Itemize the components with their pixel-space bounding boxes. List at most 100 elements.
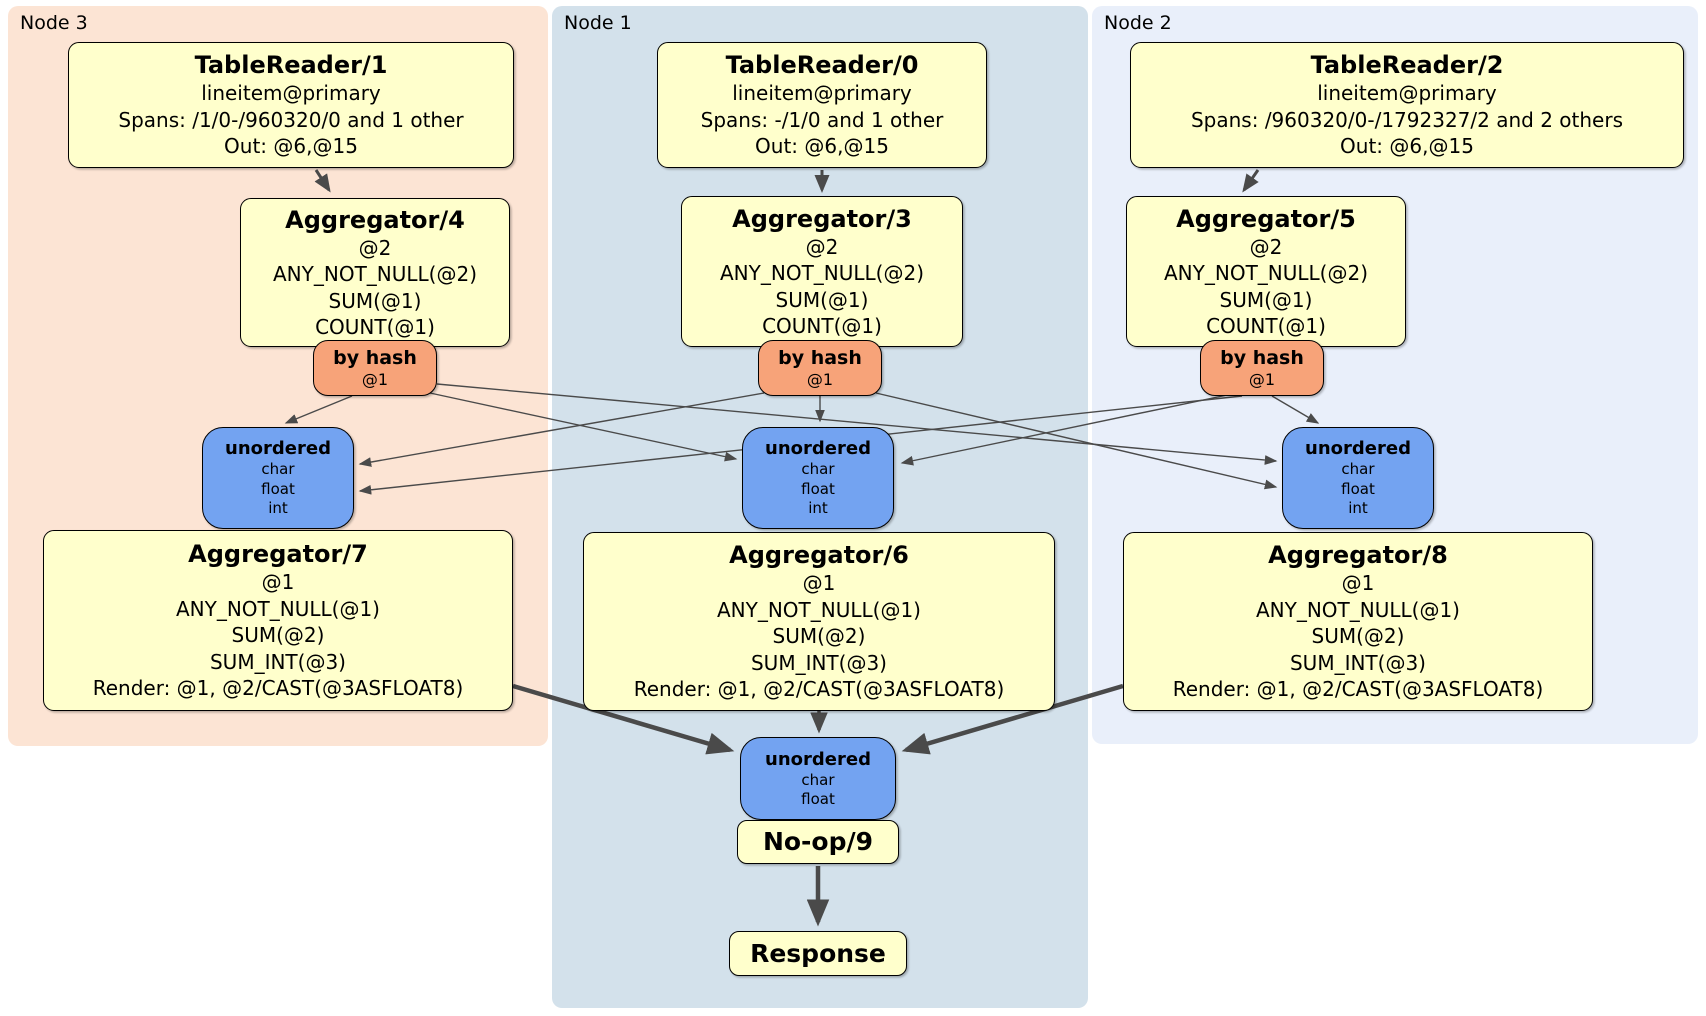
- region-label-node-3: Node 3: [20, 12, 88, 34]
- box-line: int: [1348, 499, 1368, 518]
- box-line: lineitem@primary: [732, 81, 912, 106]
- box-line: SUM(@2): [772, 624, 866, 649]
- byhash-router-5-details: @1: [1249, 370, 1275, 389]
- box-line: ANY_NOT_NULL(@2): [720, 261, 924, 285]
- box-line: @2: [358, 235, 392, 260]
- box-line: Out: @6,@15: [1340, 134, 1474, 159]
- aggregator-8-title: Aggregator/8: [1268, 541, 1448, 570]
- box-line: ANY_NOT_NULL(@1): [175, 596, 380, 621]
- box-line: @1: [806, 370, 834, 389]
- tablereader-2-title: TableReader/2: [1310, 51, 1504, 80]
- box-line: char: [801, 770, 835, 789]
- box-line: float: [801, 479, 835, 498]
- box-line: float: [1341, 479, 1375, 498]
- box-line: SUM_INT(@3): [750, 650, 887, 675]
- response-box: Response: [729, 931, 907, 976]
- box-line: COUNT(@1): [315, 315, 435, 339]
- box-line: ANY_NOT_NULL(@2): [273, 262, 477, 286]
- byhash-router-3-title: by hash: [778, 347, 862, 369]
- box-line: ANY_NOT_NULL(@1): [716, 597, 921, 622]
- box-line: SUM(@1): [775, 287, 869, 312]
- box-line: SUM(@1): [328, 288, 422, 313]
- byhash-router-4-box: by hash @1: [313, 340, 437, 396]
- box-line: lineitem@primary: [201, 81, 381, 106]
- noop-9-title: No-op/9: [762, 827, 874, 856]
- byhash-router-5-box: by hash @1: [1200, 340, 1324, 396]
- box-line: Render: @1, @2/CAST(@3ASFLOAT8): [633, 677, 1005, 702]
- box-line: SUM_INT(@3): [1289, 650, 1426, 675]
- box-line: char: [1341, 460, 1375, 479]
- tablereader-0-title: TableReader/0: [725, 51, 919, 80]
- response-title: Response: [750, 938, 886, 968]
- box-line: Spans: /1/0-/960320/0 and 1 other: [118, 107, 464, 132]
- unordered-sync-node2-title: unordered: [1305, 438, 1411, 460]
- box-line: @1: [361, 370, 389, 389]
- box-line: ANY_NOT_NULL(@1): [1255, 597, 1460, 622]
- box-line: COUNT(@1): [762, 314, 882, 338]
- box-line: @1: [802, 571, 836, 596]
- noop-9-box: No-op/9: [737, 820, 899, 864]
- box-line: int: [808, 499, 828, 518]
- byhash-router-4-title: by hash: [333, 347, 417, 369]
- box-line: @1: [1341, 571, 1375, 596]
- region-label-node-1: Node 1: [564, 12, 632, 34]
- box-line: Spans: /960320/0-/1792327/2 and 2 others: [1190, 107, 1623, 132]
- unordered-sync-final-title: unordered: [765, 748, 871, 770]
- aggregator-6-title: Aggregator/6: [729, 541, 909, 570]
- box-line: float: [261, 479, 295, 498]
- box-line: lineitem@primary: [1317, 81, 1497, 106]
- byhash-router-5-title: by hash: [1220, 347, 1304, 369]
- box-line: @2: [1249, 234, 1283, 259]
- unordered-sync-node1-title: unordered: [765, 438, 871, 460]
- box-line: Spans: -/1/0 and 1 other: [700, 107, 944, 132]
- box-line: float: [801, 790, 835, 808]
- box-line: @1: [261, 570, 295, 595]
- aggregator-4-title: Aggregator/4: [285, 205, 465, 234]
- region-label-node-2: Node 2: [1104, 12, 1172, 34]
- byhash-router-3-details: @1: [807, 370, 833, 389]
- box-line: SUM(@2): [1311, 624, 1405, 649]
- box-line: @2: [805, 234, 839, 259]
- box-line: Out: @6,@15: [755, 134, 889, 159]
- box-line: SUM(@2): [231, 623, 325, 648]
- box-line: int: [268, 499, 288, 518]
- aggregator-5-title: Aggregator/5: [1176, 204, 1356, 233]
- box-line: SUM(@1): [1219, 287, 1313, 312]
- box-line: char: [801, 460, 835, 479]
- box-line: Render: @1, @2/CAST(@3ASFLOAT8): [1172, 677, 1544, 702]
- aggregator-3-title: Aggregator/3: [732, 204, 912, 233]
- box-line: COUNT(@1): [1206, 314, 1326, 338]
- unordered-sync-node3-title: unordered: [225, 438, 331, 460]
- tablereader-1-title: TableReader/1: [194, 51, 388, 80]
- box-line: Out: @6,@15: [224, 134, 358, 159]
- box-line: SUM_INT(@3): [209, 649, 346, 674]
- byhash-router-3-box: by hash @1: [758, 340, 882, 396]
- box-line: @1: [1248, 370, 1276, 389]
- aggregator-7-title: Aggregator/7: [188, 540, 368, 569]
